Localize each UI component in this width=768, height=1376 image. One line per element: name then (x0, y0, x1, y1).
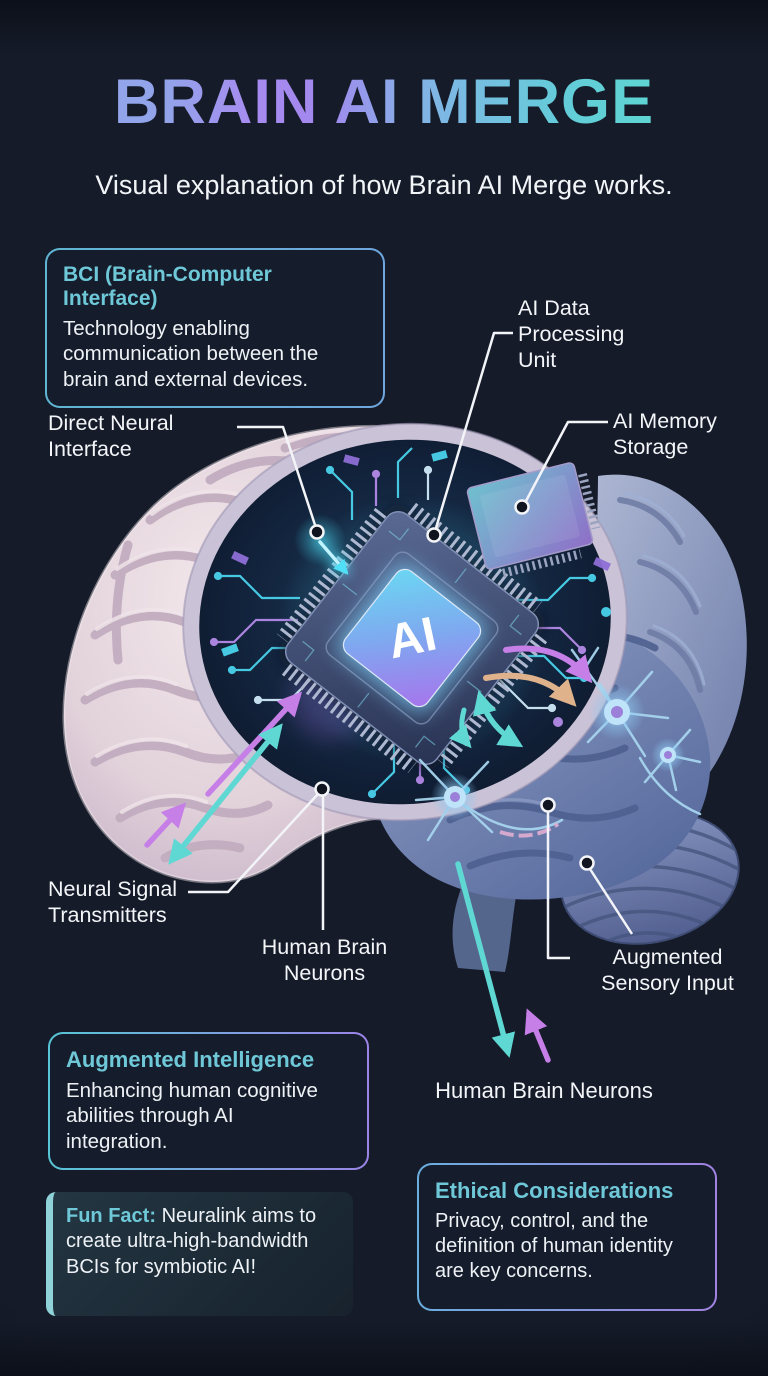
callout-augmented-intelligence: Augmented Intelligence Enhancing human c… (48, 1032, 369, 1170)
label-ai-data-processing-unit: AI Data Processing Unit (518, 296, 625, 373)
fun-fact-label: Fun Fact: (66, 1205, 156, 1227)
page-subtitle: Visual explanation of how Brain AI Merge… (95, 170, 673, 200)
callout-augmented-intelligence-body: Enhancing human cognitive abilities thro… (66, 1079, 318, 1153)
label-augmented-sensory-input: Augmented Sensory Input (601, 945, 734, 996)
callout-ethical-considerations: Ethical Considerations Privacy, control,… (417, 1163, 717, 1311)
fun-fact-text: Fun Fact: Neuralink aims to create ultra… (66, 1204, 345, 1280)
leader-dot-direct-neural-interface (309, 524, 325, 540)
label-neural-signal-transmitters: Neural Signal Transmitters (48, 877, 178, 928)
callout-ethical-body: Privacy, control, and the definition of … (435, 1210, 673, 1282)
callout-bci-title: BCI (Brain-Computer Interface) (63, 263, 272, 310)
callout-bci-body: Technology enabling communication betwee… (63, 317, 319, 391)
callout-augmented-intelligence-title: Augmented Intelligence (66, 1047, 315, 1072)
callout-bci: BCI (Brain-Computer Interface) Technolog… (45, 248, 385, 408)
callout-ethical-title: Ethical Considerations (435, 1178, 674, 1203)
leader-dot-human-brain-neurons (314, 781, 330, 797)
page-title: BRAIN AI MERGE (0, 67, 768, 137)
leader-dot-ai-data-processing (426, 527, 442, 543)
label-human-brain-neurons-mid: Human Brain Neurons (261, 935, 388, 986)
label-human-brain-neurons-bottom: Human Brain Neurons (435, 1078, 653, 1103)
leader-dot-ai-memory-storage (514, 499, 530, 515)
leader-dot-augmented-sensory-1 (540, 797, 556, 813)
leader-dot-augmented-sensory-2 (579, 855, 595, 871)
label-ai-memory-storage: AI Memory Storage (613, 409, 717, 460)
label-direct-neural-interface: Direct Neural Interface (48, 411, 174, 462)
arrow-up-purple-short (524, 1008, 551, 1063)
callout-fun-fact: Fun Fact: Neuralink aims to create ultra… (46, 1192, 353, 1316)
